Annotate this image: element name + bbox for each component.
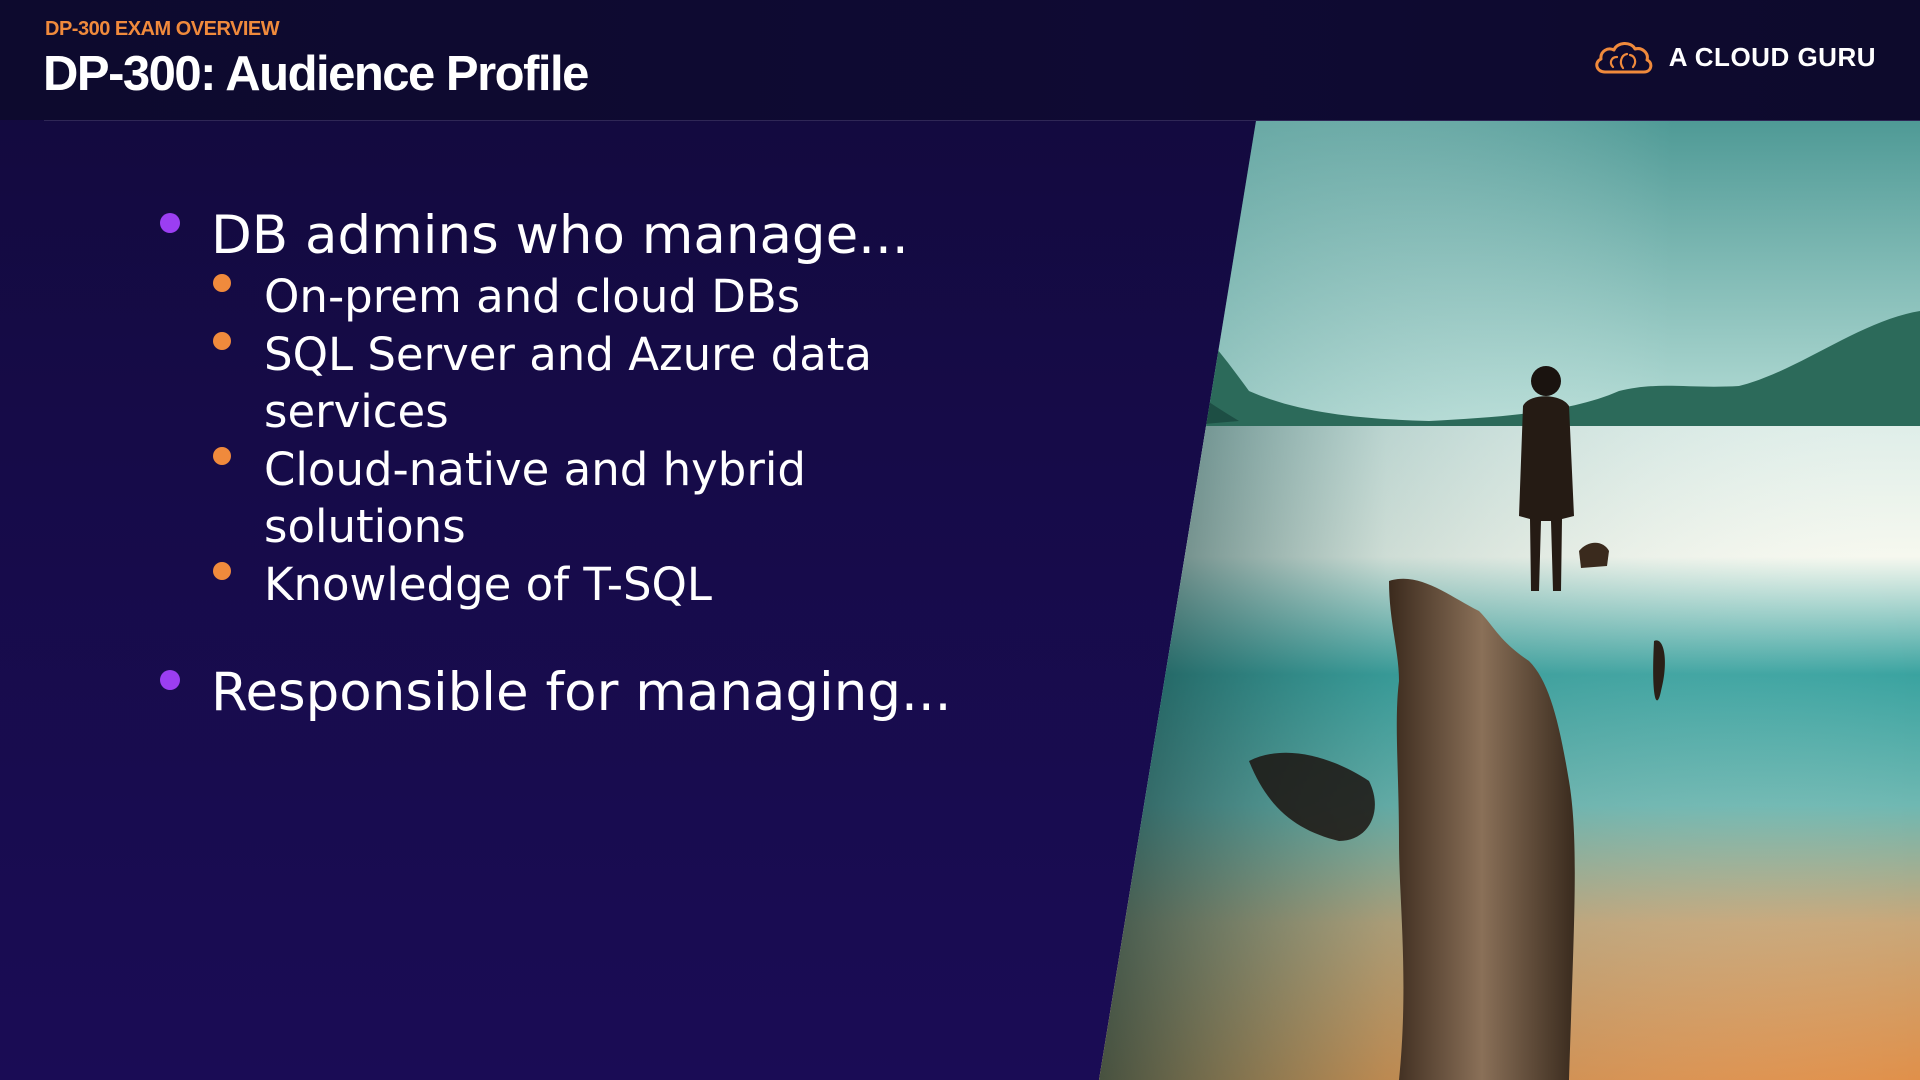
bullet-text: Responsible for managing... [211, 662, 952, 723]
bullet-item: Responsible for managing... [160, 662, 952, 723]
sub-bullet-item: Knowledge of T-SQL [213, 556, 713, 613]
lake-photo [1099, 121, 1920, 1080]
bullet-text: DB admins who manage... [211, 205, 909, 266]
brand-logo: A CLOUD GURU [1591, 36, 1876, 78]
header-divider [44, 120, 1920, 121]
sub-bullet-text-continued: services [264, 385, 449, 438]
cloud-logo-icon [1595, 42, 1653, 74]
slide-title: DP-300: Audience Profile [43, 47, 589, 101]
person-silhouette [1519, 366, 1574, 591]
bullet-dot [160, 213, 180, 233]
sub-bullet-dot [213, 562, 231, 580]
sub-bullet-item: Cloud-native and hybrid solutions [213, 441, 806, 555]
sub-bullet-text-continued: solutions [264, 500, 466, 553]
brand-name: A CLOUD GURU [1668, 41, 1876, 72]
sub-bullet-item: SQL Server and Azure data services [213, 326, 872, 440]
section-eyebrow: DP-300 EXAM OVERVIEW [45, 18, 280, 40]
slide-header: DP-300 EXAM OVERVIEW DP-300: Audience Pr… [0, 0, 1920, 120]
sub-bullet-item: On-prem and cloud DBs [213, 268, 801, 325]
sub-bullet-dot [213, 274, 231, 292]
sub-bullet-dot [213, 447, 231, 465]
sub-bullet-text: On-prem and cloud DBs [264, 270, 801, 323]
bullet-item: DB admins who manage... [160, 205, 909, 266]
lake-scene-illustration [1099, 121, 1920, 1080]
sub-bullet-dot [213, 332, 231, 350]
sub-bullet-text: Knowledge of T-SQL [264, 558, 713, 611]
bullet-list: DB admins who manage... On-prem and clou… [0, 121, 1250, 1080]
sub-bullet-text: Cloud-native and hybrid [264, 443, 806, 496]
bullet-dot [160, 670, 180, 690]
sub-bullet-text: SQL Server and Azure data [264, 328, 872, 381]
